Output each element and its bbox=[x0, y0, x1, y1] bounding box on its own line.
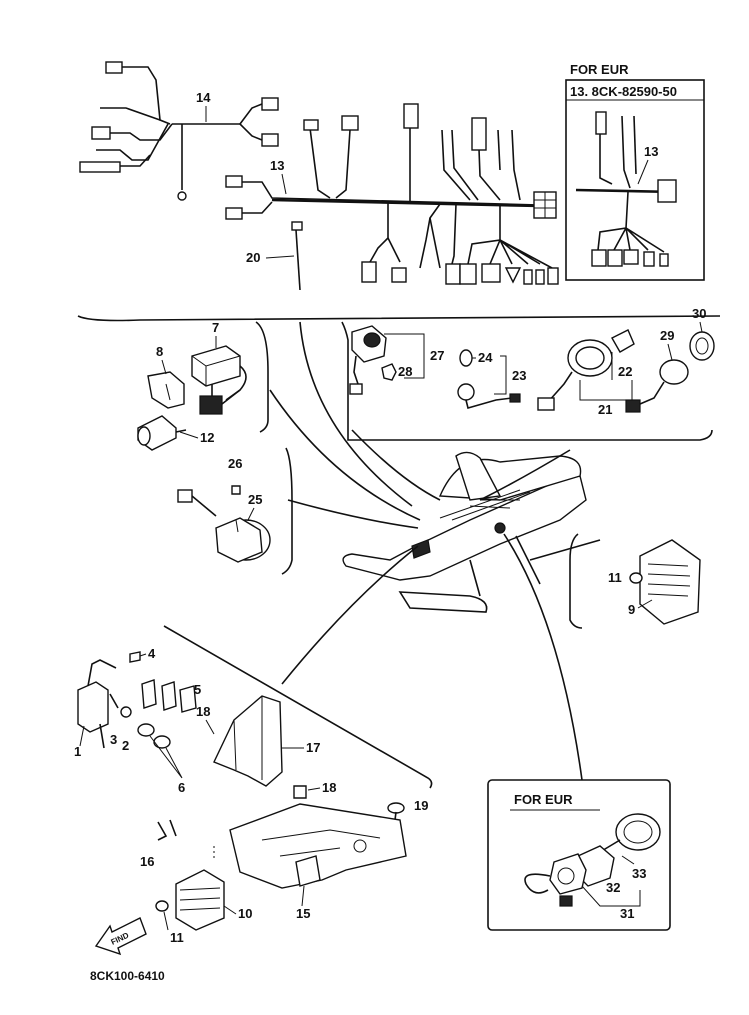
find-arrow: FIND bbox=[94, 917, 147, 956]
callout-31: 31 bbox=[620, 906, 634, 921]
callout-19: 19 bbox=[414, 798, 428, 813]
nut-26 bbox=[231, 485, 241, 495]
callout-18-bottom: 18 bbox=[322, 780, 336, 795]
callout-8: 8 bbox=[156, 344, 163, 359]
callout-33: 33 bbox=[632, 866, 646, 881]
clip-4 bbox=[129, 651, 141, 663]
callout-14: 14 bbox=[196, 90, 211, 105]
ignition-coil-1 bbox=[77, 659, 117, 749]
callout-30: 30 bbox=[692, 306, 706, 321]
callout-5: 5 bbox=[194, 682, 201, 697]
callout-22: 22 bbox=[618, 364, 632, 379]
callout-1: 1 bbox=[74, 744, 81, 759]
switch-27 bbox=[349, 325, 387, 395]
callout-27: 27 bbox=[430, 348, 444, 363]
cover-17 bbox=[213, 695, 283, 787]
callout-13: 13 bbox=[270, 158, 284, 173]
wire-harness-14 bbox=[79, 61, 279, 201]
for-eur-box-top: FOR EUR 13. 8CK-82590-50 13 bbox=[565, 62, 705, 281]
bracket-15 bbox=[229, 803, 407, 889]
callout-18-top: 18 bbox=[196, 704, 210, 719]
bolt-11-bottom bbox=[155, 900, 169, 912]
callout-11-bottom: 11 bbox=[170, 930, 184, 945]
spacer-2 bbox=[120, 706, 132, 718]
main-switch-21 bbox=[537, 339, 613, 411]
cap-30 bbox=[689, 331, 715, 361]
snowmobile-illustration bbox=[342, 451, 601, 613]
grommets-6 bbox=[137, 723, 171, 749]
resistor-12 bbox=[137, 415, 187, 451]
cdi-unit-7 bbox=[191, 345, 247, 401]
key-22 bbox=[611, 329, 635, 353]
callout-25: 25 bbox=[248, 492, 262, 507]
knob-28 bbox=[381, 363, 397, 381]
regulator-10 bbox=[175, 869, 225, 931]
callout-17: 17 bbox=[306, 740, 320, 755]
for-eur-header-bottom: FOR EUR bbox=[514, 792, 573, 807]
eur-harness-part-number: 13. 8CK-82590-50 bbox=[570, 84, 677, 99]
eur-callout-13: 13 bbox=[644, 144, 658, 159]
motor-25 bbox=[177, 489, 271, 563]
bolt-11-right bbox=[629, 572, 643, 584]
callout-16: 16 bbox=[140, 854, 154, 869]
clip-16 bbox=[157, 819, 177, 841]
callout-9: 9 bbox=[628, 602, 635, 617]
callout-32: 32 bbox=[606, 880, 620, 895]
switch-29 bbox=[625, 359, 689, 413]
rectifier-9 bbox=[639, 539, 701, 625]
cable-tie-20 bbox=[291, 221, 303, 291]
callout-11-right: 11 bbox=[608, 570, 622, 585]
socket-23 bbox=[457, 383, 521, 409]
for-eur-box-bottom: FOR EUR bbox=[510, 792, 661, 907]
callout-15: 15 bbox=[296, 906, 310, 921]
bracket-8 bbox=[147, 371, 185, 409]
callout-29: 29 bbox=[660, 328, 674, 343]
callout-24: 24 bbox=[478, 350, 493, 365]
callout-28: 28 bbox=[398, 364, 412, 379]
diagram-code: 8CK100-6410 bbox=[90, 969, 165, 983]
callout-6: 6 bbox=[178, 780, 185, 795]
callout-10: 10 bbox=[238, 906, 252, 921]
nut-18 bbox=[293, 785, 307, 799]
wire-harness-13 bbox=[225, 103, 559, 285]
callout-23: 23 bbox=[512, 368, 526, 383]
screw-3 bbox=[109, 693, 119, 709]
callout-26: 26 bbox=[228, 456, 242, 471]
callout-7: 7 bbox=[212, 320, 219, 335]
connector-block bbox=[199, 384, 241, 415]
plug-caps-5 bbox=[141, 679, 197, 713]
bulb-24 bbox=[459, 349, 473, 367]
callout-4: 4 bbox=[148, 646, 156, 661]
for-eur-header-top: FOR EUR bbox=[570, 62, 629, 77]
callout-21: 21 bbox=[598, 402, 612, 417]
callout-2: 2 bbox=[122, 738, 129, 753]
callout-3: 3 bbox=[110, 732, 117, 747]
callout-20: 20 bbox=[246, 250, 260, 265]
callout-12: 12 bbox=[200, 430, 214, 445]
